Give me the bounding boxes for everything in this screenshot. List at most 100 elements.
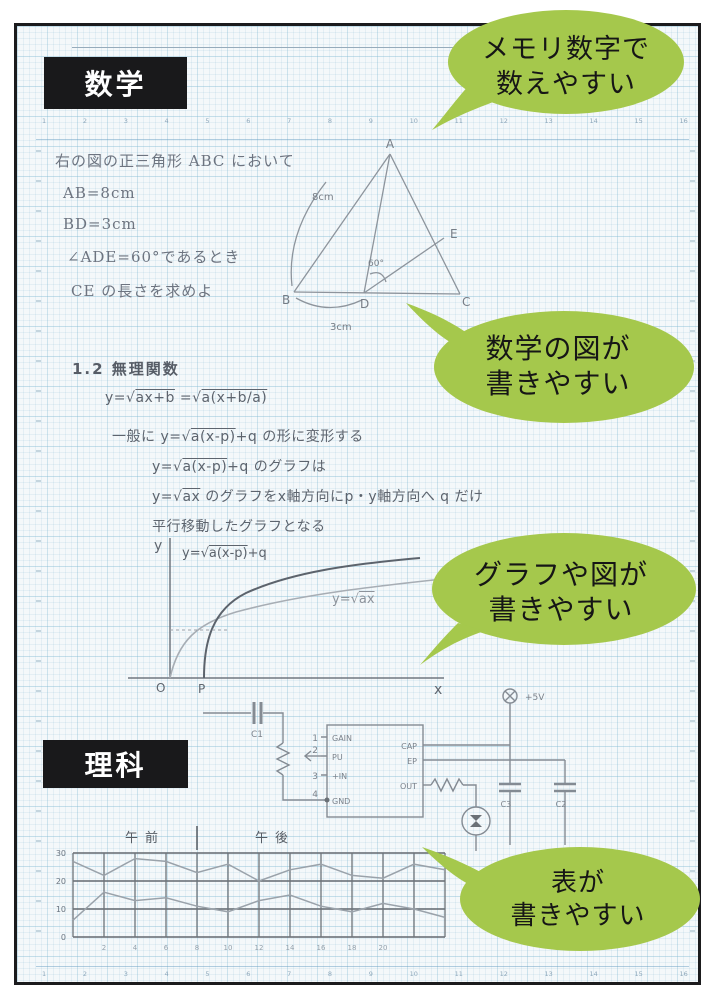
right-tick-ruler xyxy=(690,150,695,955)
radicand: ax+b xyxy=(135,390,175,406)
pin4-number: 4 xyxy=(312,790,318,800)
vertex-d: D xyxy=(360,297,369,311)
top-rule-line xyxy=(36,139,689,140)
notebook-page xyxy=(14,23,701,985)
ruler-number: 2 xyxy=(82,970,87,978)
ep-pin-label: EP xyxy=(407,757,417,766)
label-3cm: 3cm xyxy=(330,322,352,333)
junction-dot xyxy=(324,797,330,803)
ruler-number: 11 xyxy=(454,117,463,125)
ruler-number: 1 xyxy=(42,117,47,125)
y-tick-label: 30 xyxy=(56,849,66,858)
c1-label: C1 xyxy=(251,730,263,740)
graph-axes xyxy=(128,538,444,679)
geometry-problem: 右の図の正三角形 ABC において AB=8cm BD=3cm ∠ADE=60°… xyxy=(55,150,295,314)
c2-label: C2 xyxy=(556,800,567,809)
label-8cm: 8cm xyxy=(312,192,334,203)
x-tick-label: 10 xyxy=(224,944,233,952)
vertex-e: E xyxy=(450,227,458,241)
x-tick-label: 16 xyxy=(317,944,326,952)
label-60deg: 60° xyxy=(368,259,384,269)
ruler-number: 8 xyxy=(327,117,333,125)
science-section-label: 理科 xyxy=(43,740,188,788)
formula-line-3: y=√a(x-p)+q のグラフは xyxy=(152,456,326,476)
ruler-number: 4 xyxy=(164,117,169,125)
wire xyxy=(463,784,477,807)
ruler-number: 11 xyxy=(454,970,463,978)
no-label: No. xyxy=(642,36,658,46)
ruler-number: 12 xyxy=(499,117,508,125)
radicand: a(x-p) xyxy=(208,546,248,561)
x-axis-label: x xyxy=(434,682,442,698)
x-tick-label: 18 xyxy=(348,944,357,952)
ruler-number: 4 xyxy=(164,970,169,978)
y-tick-label: 0 xyxy=(61,933,66,942)
problem-line: ∠ADE=60°であるとき xyxy=(67,248,241,266)
speaker-glyph xyxy=(470,815,482,827)
x-tick-label: 14 xyxy=(286,944,295,952)
circuit-wires xyxy=(203,688,576,851)
wire xyxy=(263,712,284,743)
pin3-number: 3 xyxy=(312,772,318,782)
ruler-number: 2 xyxy=(82,117,87,125)
circuit-labels: C1 1 2 3 4 GAIN PU +IN GND CAP EP OUT +5… xyxy=(251,693,566,809)
ruler-number: 7 xyxy=(287,117,292,125)
problem-line: AB=8cm xyxy=(63,184,136,202)
ruler-number: 16 xyxy=(679,117,688,125)
pu-pin-label: PU xyxy=(332,753,343,762)
y-tick-label: 10 xyxy=(56,905,66,914)
ruler-number: 3 xyxy=(123,970,128,978)
side-bc xyxy=(293,291,461,295)
y-tick-label: 20 xyxy=(56,877,66,886)
triangle-lines xyxy=(290,153,461,309)
vertex-c: C xyxy=(462,295,470,309)
formula-part: 一般に y=√ xyxy=(112,429,191,445)
ruler-number: 12 xyxy=(499,970,508,978)
curve-shifted xyxy=(203,557,421,679)
resistor-vertical xyxy=(275,742,291,776)
ruler-number: 5 xyxy=(205,970,210,978)
curve-sqrt-ax xyxy=(169,577,453,679)
bottom-rule-line xyxy=(36,966,689,967)
radicand: a(x+b/a) xyxy=(201,390,268,406)
formula-line-1: y=√ax+b =√a(x+b/a) xyxy=(105,390,267,406)
formula-line-4: y=√ax のグラフをx軸方向にp・y軸方向へ q だけ xyxy=(152,486,484,506)
notes-heading: 1.2 無理関数 xyxy=(72,360,180,378)
arc-8cm xyxy=(290,181,327,287)
pm-header: 午後 xyxy=(254,831,295,846)
x-tick-label: 2 xyxy=(102,944,106,952)
ruler-number: 7 xyxy=(287,970,292,978)
power-label: +5V xyxy=(525,693,545,703)
origin-label: O xyxy=(156,681,165,695)
ruler-number: 16 xyxy=(679,970,688,978)
in-pin-label: +IN xyxy=(332,772,347,781)
ic-box xyxy=(326,724,424,818)
sqrt-graph: y x O P xyxy=(128,538,453,698)
ruler-number: 13 xyxy=(544,970,553,978)
radicand: ax xyxy=(358,592,375,607)
ruler-number: 13 xyxy=(544,117,553,125)
x-tick-label: 6 xyxy=(164,944,169,952)
ruler-number: 8 xyxy=(327,970,333,978)
y-axis-label: y xyxy=(154,538,162,554)
title-line xyxy=(72,47,638,48)
ruler-number: 10 xyxy=(409,970,418,978)
ruler-number: 1 xyxy=(42,970,47,978)
angle-arc xyxy=(369,271,387,283)
side-ac xyxy=(389,153,461,295)
formula-line-5: 平行移動したグラフとなる xyxy=(152,519,326,535)
pin2-number: 2 xyxy=(312,746,318,756)
c3-label: C3 xyxy=(501,800,512,809)
formula-part: のグラフをx軸方向にp・y軸方向へ q だけ xyxy=(200,489,484,505)
wire xyxy=(282,775,321,801)
segment-ad xyxy=(363,153,391,294)
side-ab xyxy=(293,153,391,293)
formula-part: y=√ xyxy=(152,489,183,505)
ruler-number: 10 xyxy=(409,117,418,125)
ruler-number: 15 xyxy=(634,970,643,978)
upper-line xyxy=(72,857,446,882)
power-cross xyxy=(504,690,516,702)
ruler-number: 9 xyxy=(368,117,373,125)
radicand: ax xyxy=(182,489,201,505)
